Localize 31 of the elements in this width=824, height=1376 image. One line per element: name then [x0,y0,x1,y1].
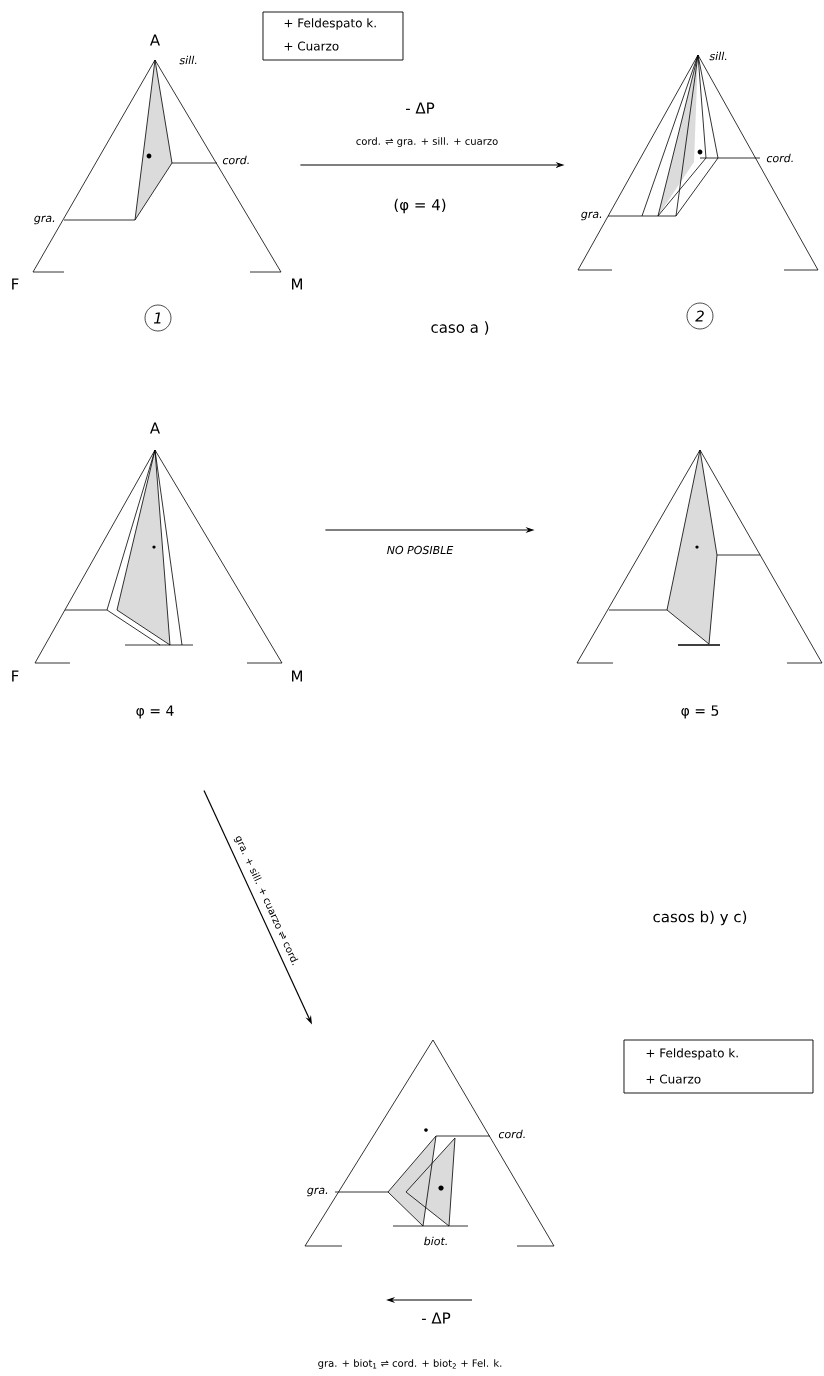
legend-box: + Feldespato k. + Cuarzo [262,11,404,61]
legend-box: + Feldespato k. + Cuarzo [623,1039,814,1094]
circled-number: 1 [144,304,172,332]
vertex-label: M [292,278,302,290]
edge-label: gra. + sill. + cuarzo ⇌ cord. [233,836,299,966]
edge-label: cord. ⇌ gra. + sill. + cuarzo [353,135,501,149]
vertex-label: A [150,34,160,46]
mineral-label: sill. [709,51,727,61]
phase-count-label: (φ = 4) [394,198,446,214]
delta-p-label: - ΔP [406,102,435,114]
mineral-label: sill. [179,55,197,65]
mineral-label: cord. [766,153,793,163]
mineral-label: gra. [34,215,55,225]
case-label: caso a ) [431,321,489,335]
case-label: casos b) y c) [653,910,747,926]
vertex-label: A [150,422,160,434]
mineral-label: gra. [307,1187,328,1197]
mineral-label: cord. [222,155,249,165]
reaction-label: gra. + biot$_{1}$ ⇌ cord. + biot$_{2}$ + Fel. k. [318,1359,502,1369]
mineral-label: gra. [581,211,602,221]
ternary-diagram-drawing [576,449,823,664]
mineral-label: biot. [424,1236,447,1246]
node-label: φ = 5 [681,705,719,719]
mineral-label: cord. [498,1129,525,1139]
vertex-label: M [292,670,302,682]
node-label: φ = 4 [136,705,174,719]
vertex-label: F [12,278,19,290]
vertex-label: F [12,670,19,682]
delta-p-label: - ΔP [422,1312,451,1324]
circled-number: 2 [686,302,714,330]
edge-label: NO POSIBLE [387,545,454,555]
